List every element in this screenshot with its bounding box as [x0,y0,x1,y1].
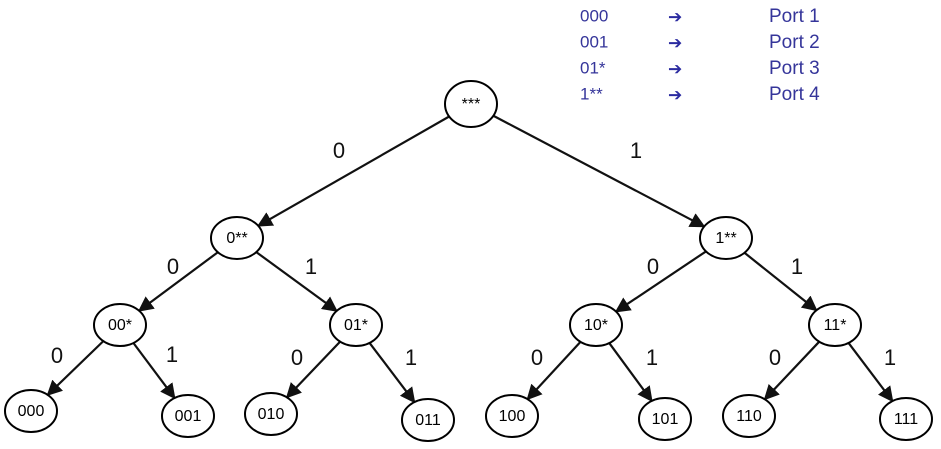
node-ellipse [93,303,147,347]
node-ellipse [329,303,383,347]
edge-bit-label: 1 [884,345,896,370]
node-ellipse [638,397,692,441]
node-label: 011 [415,412,441,429]
edge-root-n0 [256,115,450,227]
edge-bit-label: 0 [291,345,303,370]
edge-n01-l011 [368,342,416,404]
trie-node-l100: 100 [485,394,539,438]
node-label: 11* [824,317,847,334]
trie-node-n10: 10* [569,303,623,347]
edge-n10-l100 [526,341,582,401]
trie-node-l000: 000 [4,389,58,433]
trie-node-n01: 01* [329,303,383,347]
route-port: Port 4 [769,84,820,105]
node-ellipse [699,216,753,260]
node-label: *** [462,96,481,113]
route-prefix: 000 [580,6,608,25]
edge-n0-n01 [255,251,338,312]
node-ellipse [161,394,215,438]
edge-bit-label: 1 [646,345,658,370]
node-label: 01* [344,317,368,334]
node-ellipse [569,303,623,347]
node-ellipse [485,394,539,438]
right-arrow-icon: ➔ [668,59,682,78]
trie-node-n11: 11* [808,303,862,347]
node-ellipse [401,398,455,442]
node-label: 100 [499,408,526,425]
node-label: 111 [894,411,918,428]
route-port: Port 2 [769,32,820,53]
right-arrow-icon: ➔ [668,85,682,104]
routing-table-row: 000 ➔ Port 1 [580,6,820,27]
node-label: 0** [226,230,247,247]
right-arrow-icon: ➔ [668,33,682,52]
trie-node-l110: 110 [722,394,776,438]
trie-edges: 0 1 0 1 0 1 0 1 0 1 0 1 0 1 [46,114,896,404]
trie-node-root: *** [444,80,498,128]
edge-n11-l111 [847,342,894,403]
route-port: Port 3 [769,58,820,79]
node-ellipse [808,303,862,347]
right-arrow-icon: ➔ [668,7,682,26]
edge-bit-label: 0 [769,345,781,370]
node-label: 010 [258,406,285,423]
edge-n1-n10 [614,250,707,313]
node-label: 001 [175,408,202,425]
edge-bit-label: 1 [405,345,417,370]
trie-node-l111: 111 [879,397,933,441]
route-port: Port 1 [769,6,820,27]
trie-node-l011: 011 [401,398,455,442]
trie-node-l101: 101 [638,397,692,441]
node-ellipse [722,394,776,438]
edge-n1-n11 [743,251,818,312]
node-ellipse [879,397,933,441]
node-label: 000 [18,403,45,420]
node-label: 101 [652,411,679,428]
routing-table-row: 1** ➔ Port 4 [580,84,820,105]
edge-bit-label: 0 [333,138,345,163]
edge-bit-label: 1 [630,138,642,163]
edge-n00-l000 [46,340,105,396]
node-label: 110 [736,408,762,425]
edge-n00-l001 [132,342,176,400]
trie-node-n1: 1** [699,216,753,260]
node-ellipse [4,389,58,433]
edge-bit-label: 1 [305,254,317,279]
edge-bit-label: 1 [791,254,803,279]
edge-bit-label: 0 [531,345,543,370]
trie-node-l001: 001 [161,394,215,438]
node-ellipse [210,216,264,260]
edge-bit-label: 0 [51,343,63,368]
edge-n11-l110 [763,340,821,401]
edge-n01-l010 [285,340,341,399]
routing-table: 000 ➔ Port 1 001 ➔ Port 2 01* ➔ Port 3 1** ➔ Port 4 [580,6,820,105]
node-label: 10* [584,317,608,334]
node-ellipse [244,392,298,436]
edge-bit-label: 0 [647,254,659,279]
node-label: 1** [715,230,736,247]
edge-bit-label: 0 [167,254,179,279]
route-prefix: 01* [580,58,606,77]
routing-table-row: 01* ➔ Port 3 [580,58,820,79]
route-prefix: 1** [580,84,603,103]
edge-n0-n00 [137,251,219,312]
node-ellipse [444,80,498,128]
trie-node-n0: 0** [210,216,264,260]
node-label: 00* [108,317,132,334]
edge-bit-label: 1 [166,342,178,367]
routing-table-row: 001 ➔ Port 2 [580,32,820,53]
route-prefix: 001 [580,32,608,51]
edge-n10-l101 [608,342,653,403]
trie-node-n00: 00* [93,303,147,347]
trie-node-l010: 010 [244,392,298,436]
edge-root-n1 [492,114,706,228]
